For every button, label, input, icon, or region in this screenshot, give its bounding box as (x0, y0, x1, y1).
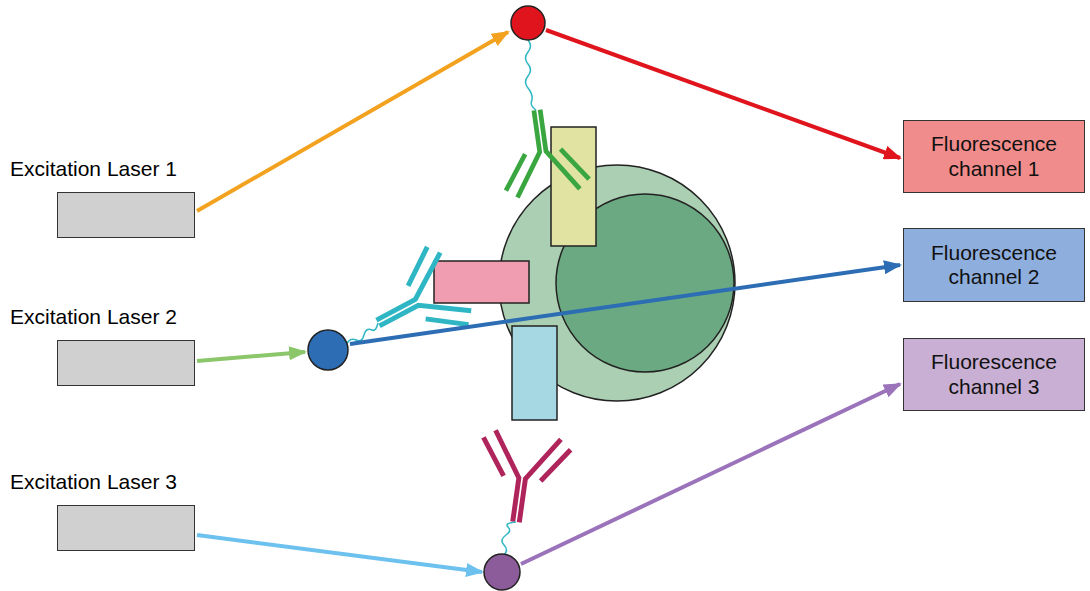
laser-source: Excitation Laser 3 (10, 470, 195, 551)
detector-channel: Fluorescence channel 2 (903, 228, 1085, 302)
antibody (357, 243, 476, 362)
detector-channel: Fluorescence channel 3 (903, 338, 1085, 411)
excitation-arrow (197, 535, 482, 572)
linker (526, 40, 537, 110)
antibody (495, 104, 590, 199)
emission-arrow (546, 30, 900, 158)
channel-label: Fluorescence channel 1 (910, 132, 1078, 180)
laser-source: Excitation Laser 2 (10, 305, 195, 386)
laser-label: Excitation Laser 3 (10, 470, 177, 494)
laser-label: Excitation Laser 1 (10, 157, 177, 181)
fluorophore (511, 6, 545, 40)
surface-receptor (551, 127, 596, 246)
emission-arrow (350, 265, 900, 344)
surface-receptor (434, 261, 529, 303)
surface-receptor (512, 326, 557, 420)
linker (502, 522, 516, 555)
laser-source: Excitation Laser 1 (10, 157, 195, 238)
excitation-arrow (197, 32, 508, 211)
channel-label: Fluorescence channel 2 (910, 241, 1078, 289)
fluorophore (308, 330, 348, 370)
emission-arrow (521, 384, 900, 564)
fluorophore (484, 554, 520, 590)
antibody (472, 429, 571, 528)
laser-label: Excitation Laser 2 (10, 305, 177, 329)
channel-label: Fluorescence channel 3 (910, 350, 1078, 398)
laser-box (57, 505, 195, 551)
excitation-arrow (197, 352, 305, 361)
detector-channel: Fluorescence channel 1 (903, 120, 1085, 193)
laser-box (57, 192, 195, 238)
laser-box (57, 340, 195, 386)
